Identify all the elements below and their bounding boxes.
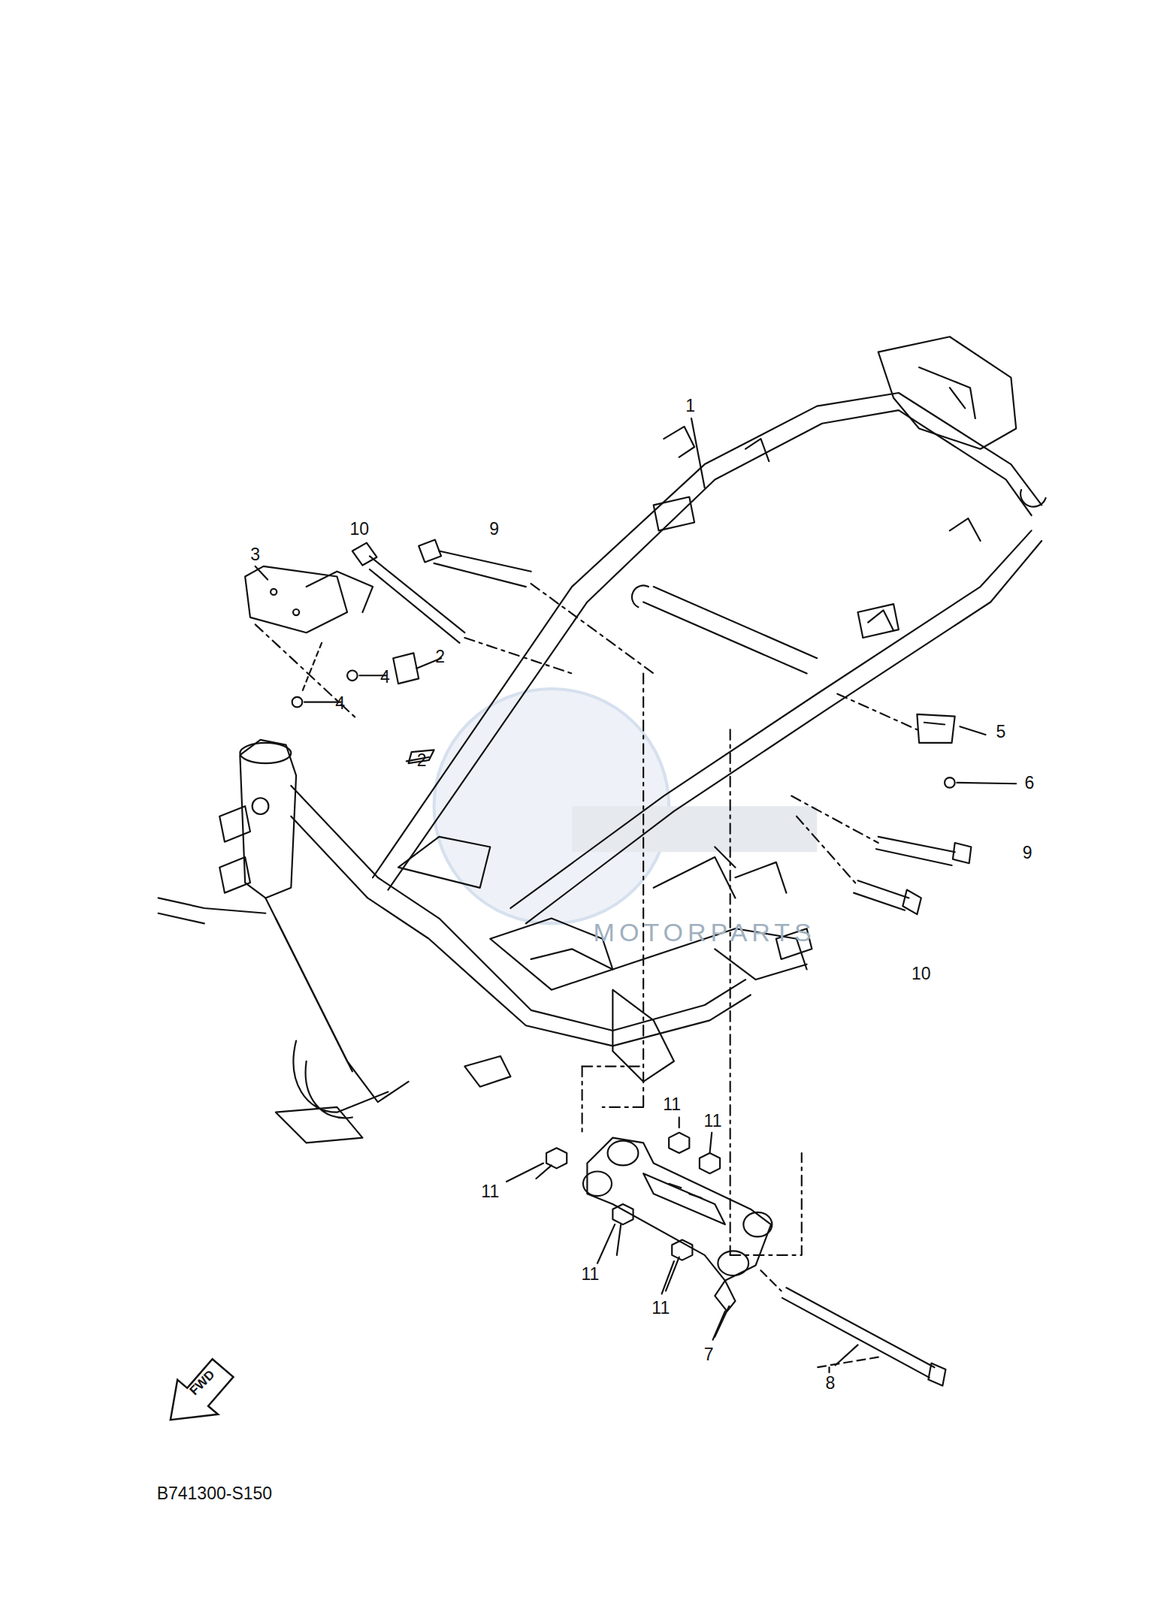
callout-number: 7 xyxy=(704,1346,714,1364)
callout-number: 6 xyxy=(1024,774,1035,793)
callout-number: 11 xyxy=(480,1182,499,1201)
watermark-text: MOTORPARTS xyxy=(593,919,817,946)
callout-number: 9 xyxy=(1022,843,1033,862)
callout-number: 4 xyxy=(335,695,345,713)
callout-number: 11 xyxy=(581,1266,600,1284)
callout-number: 2 xyxy=(417,752,427,770)
callout-number: 4 xyxy=(380,668,391,687)
callout-number: 2 xyxy=(435,647,445,666)
callout-number: 3 xyxy=(250,545,261,563)
diagram-code: B741300-S150 xyxy=(157,1485,273,1503)
callout-number: 11 xyxy=(651,1299,670,1317)
callout-number: 5 xyxy=(995,723,1006,741)
callout-number: 11 xyxy=(704,1112,723,1131)
callout-number: 11 xyxy=(662,1096,681,1114)
callout-number: 10 xyxy=(911,965,932,983)
forward-arrow: FWD xyxy=(169,1352,239,1422)
callout-number: 1 xyxy=(685,396,696,415)
callout-number: 10 xyxy=(350,520,370,538)
callout-number: 8 xyxy=(825,1375,835,1393)
callout-number: 9 xyxy=(489,520,499,538)
